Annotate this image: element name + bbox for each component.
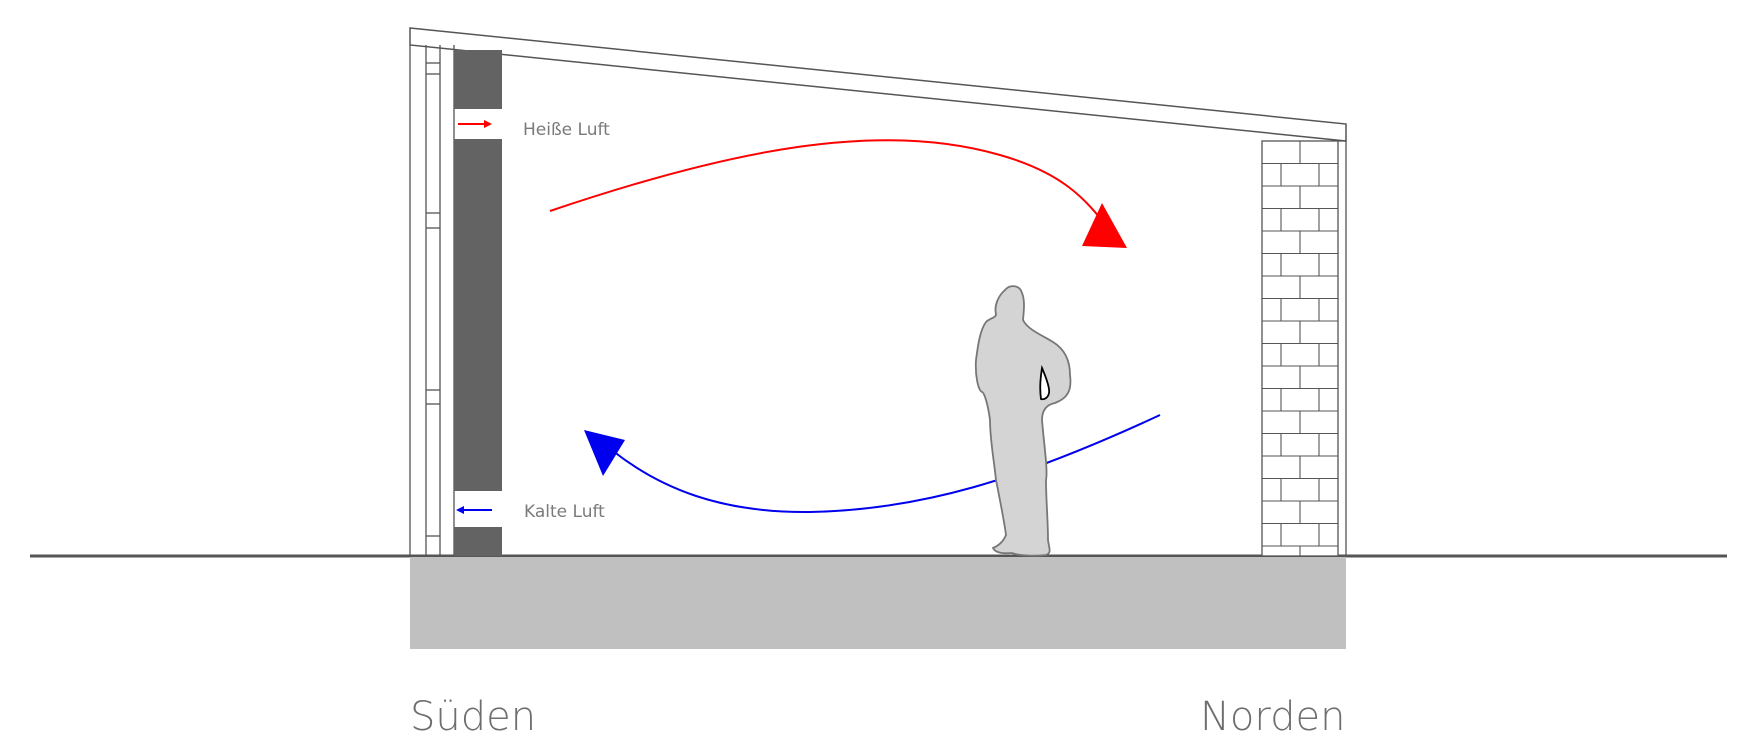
person-silhouette xyxy=(974,285,1072,557)
hot-air-flow-arrow xyxy=(549,139,1127,248)
cold-vent-arrow xyxy=(456,506,492,514)
cold-air-flow-arrow xyxy=(584,414,1161,514)
cold-air-label: Kalte Luft xyxy=(524,502,605,522)
foundation-slab xyxy=(410,557,1346,649)
north-label: Norden xyxy=(1200,694,1346,740)
south-label: Süden xyxy=(410,694,537,740)
glazing-frame xyxy=(409,45,455,556)
hot-air-label: Heiße Luft xyxy=(523,120,610,140)
hot-vent-arrow xyxy=(458,120,492,128)
thermal-storage-wall xyxy=(454,50,502,556)
north-brick-wall xyxy=(1261,140,1347,557)
